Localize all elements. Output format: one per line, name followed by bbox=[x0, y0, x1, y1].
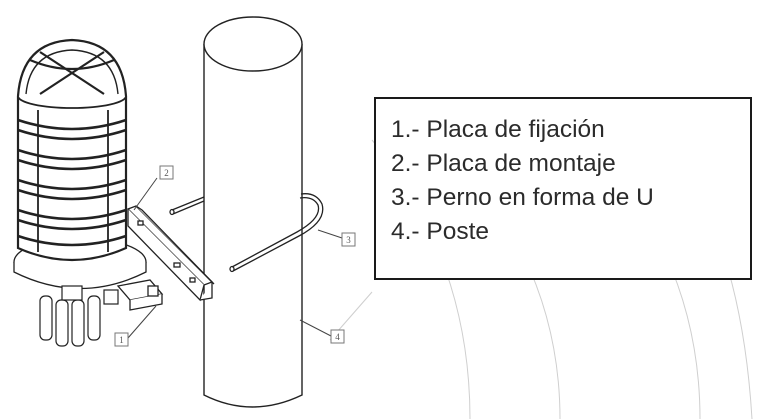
legend-item-pole: 4.- Poste bbox=[391, 218, 490, 245]
legend-item-u-bolt: 3.- Perno en forma de U bbox=[391, 184, 654, 211]
callout-label: 4 bbox=[335, 332, 340, 342]
closure-body bbox=[13, 38, 147, 347]
leader-lines bbox=[127, 177, 343, 339]
callout-1: 1 bbox=[114, 332, 129, 347]
callout-3: 3 bbox=[341, 232, 356, 247]
callout-4: 4 bbox=[330, 329, 345, 344]
callout-label: 3 bbox=[346, 235, 351, 245]
legend-item-mounting-plate: 2.- Placa de montaje bbox=[391, 150, 616, 177]
callout-2: 2 bbox=[159, 165, 174, 180]
callout-label: 1 bbox=[119, 335, 124, 345]
mounting-plate bbox=[126, 205, 215, 302]
callout-label: 2 bbox=[164, 168, 169, 178]
u-bolt bbox=[169, 193, 324, 273]
fixing-plate bbox=[116, 279, 164, 311]
pole bbox=[203, 16, 303, 408]
legend-item-fixing-plate: 1.- Placa de fijación bbox=[391, 116, 605, 143]
legend-box: 1.- Placa de fijación 2.- Placa de monta… bbox=[374, 97, 752, 280]
